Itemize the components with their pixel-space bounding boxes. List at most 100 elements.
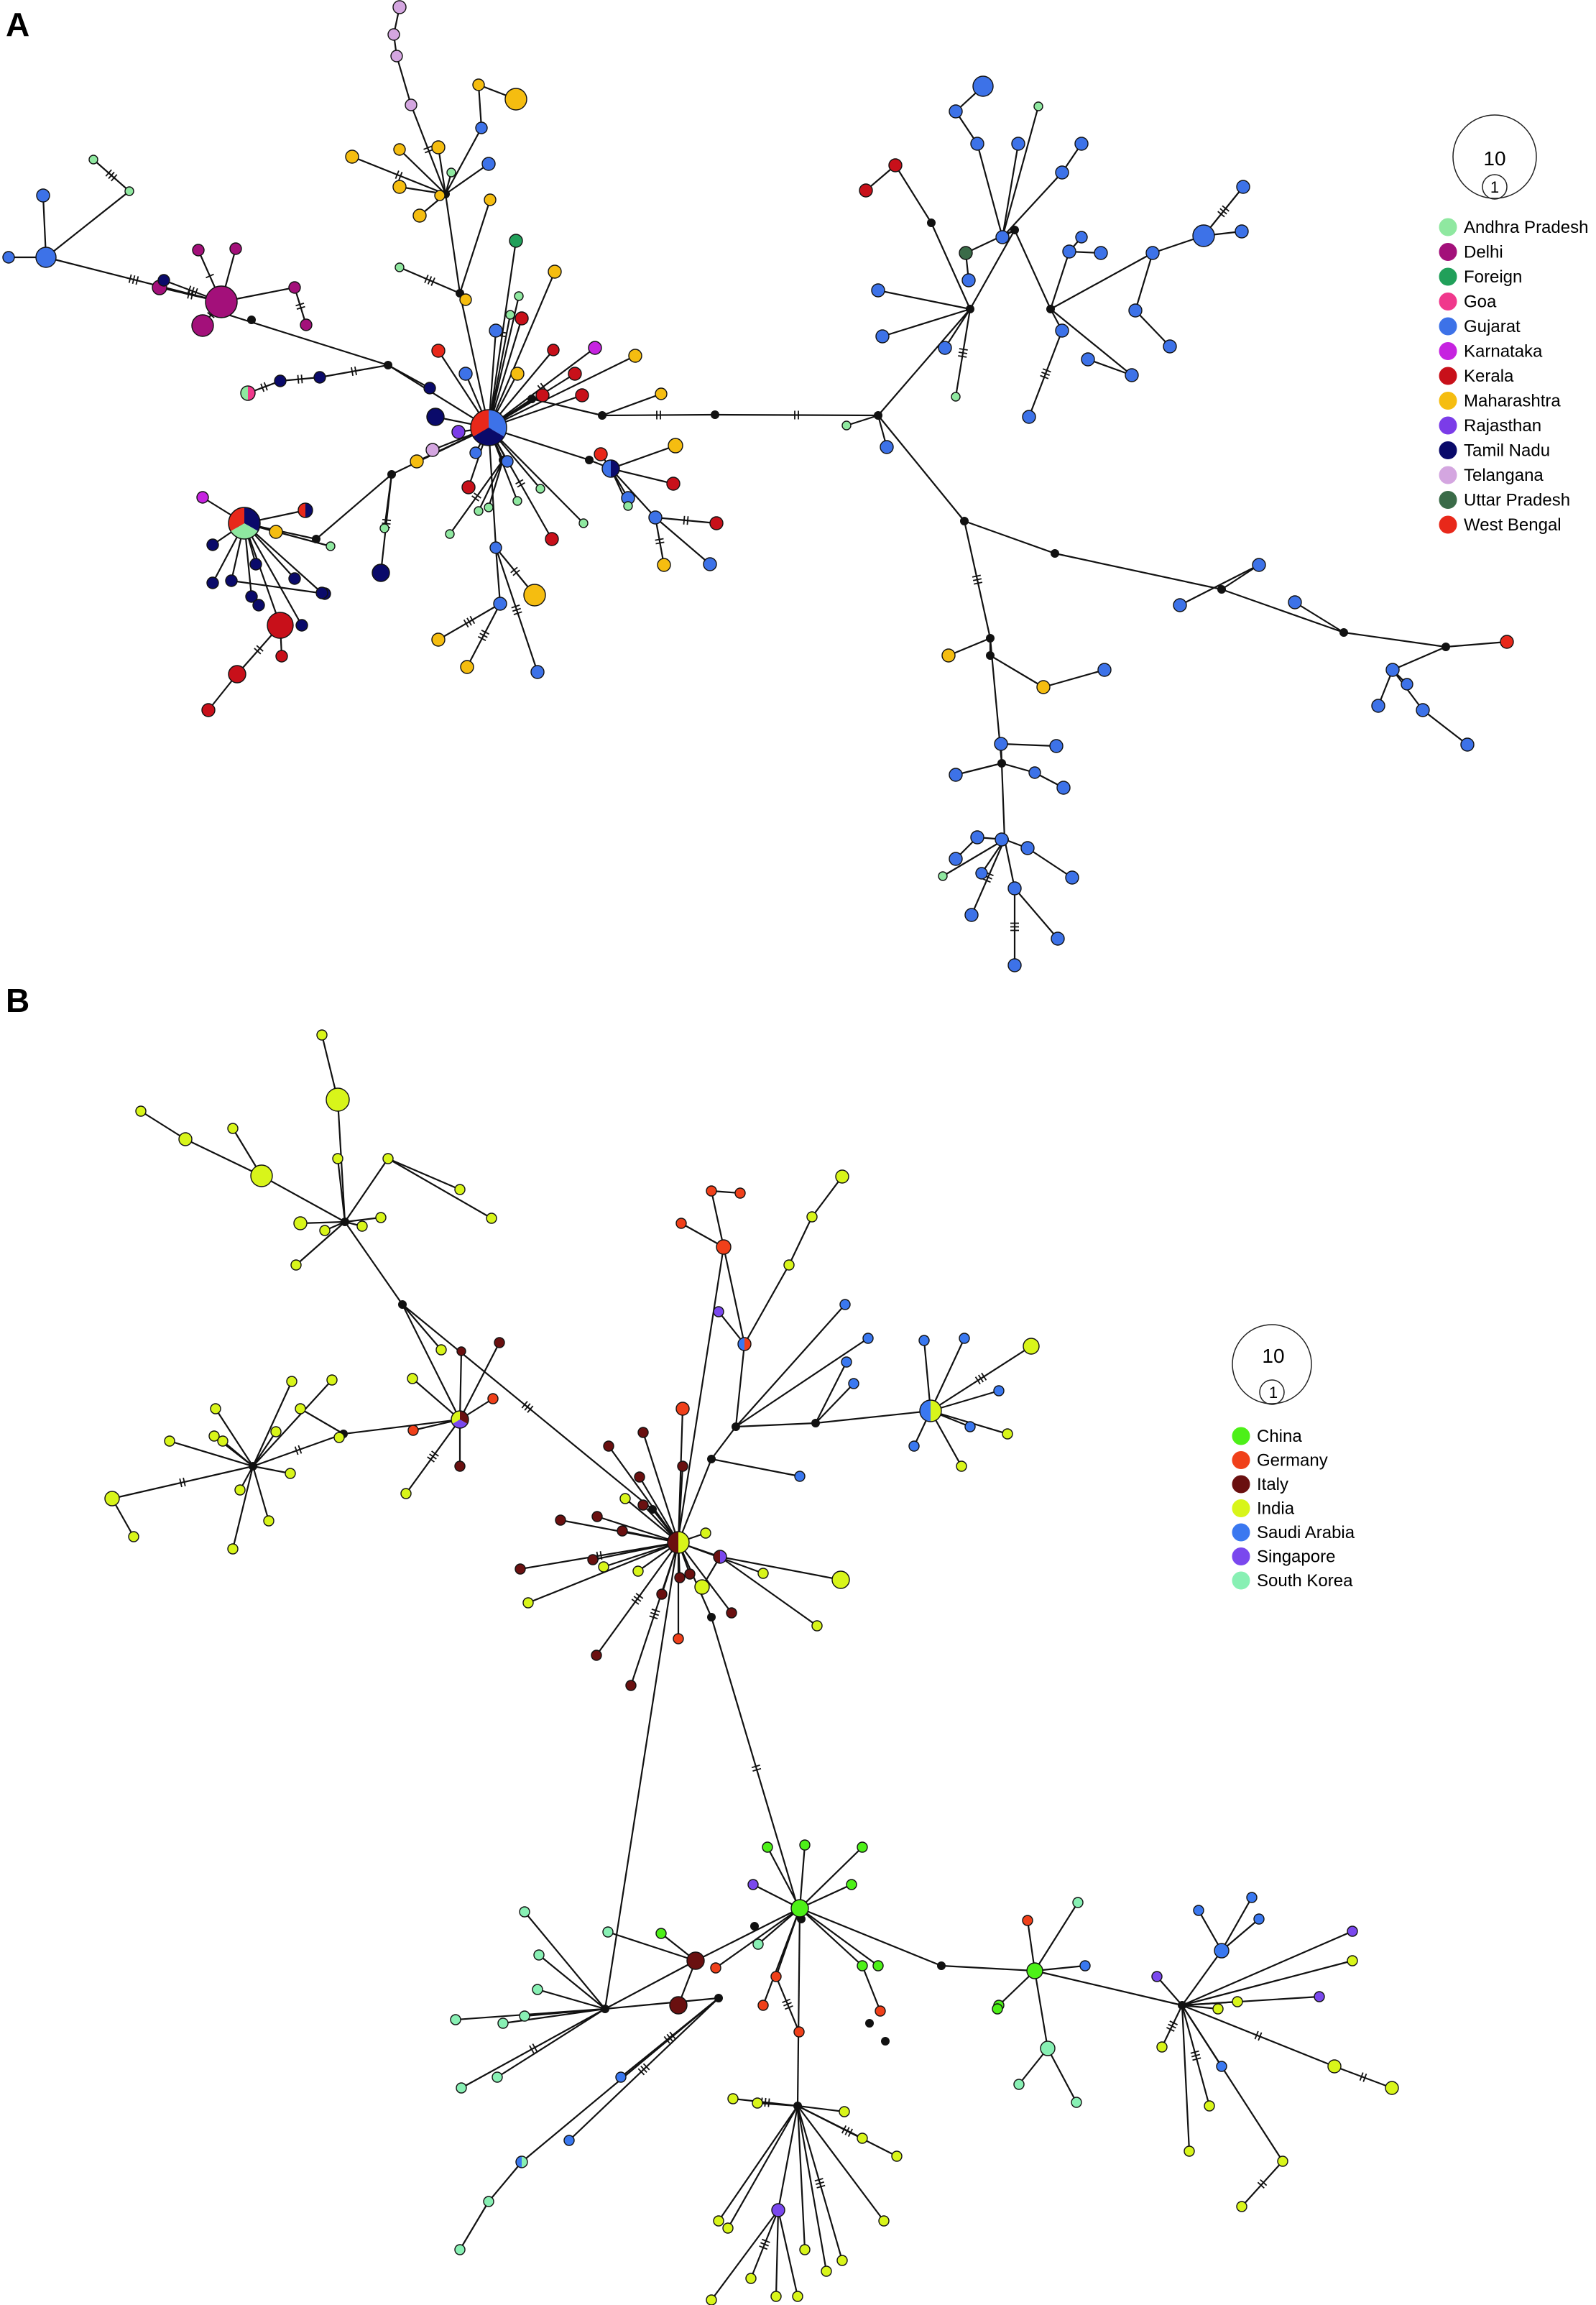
haplotype-node (192, 244, 205, 257)
legend-swatch (1438, 242, 1458, 262)
haplotype-node (522, 1597, 534, 1609)
legend-item: Germany (1231, 1450, 1328, 1471)
haplotype-node (425, 443, 440, 457)
network-edge (494, 547, 502, 604)
haplotype-node (656, 1588, 668, 1600)
legend-swatch (1231, 1474, 1251, 1494)
haplotype-node (747, 1879, 759, 1890)
mutation-tick (254, 648, 262, 655)
network-edge (412, 1378, 461, 1420)
network-edge (710, 1190, 725, 1248)
median-vector-node (997, 759, 1006, 768)
haplotype-node (757, 2000, 769, 2011)
haplotype-node (250, 1164, 273, 1187)
haplotype-node (1192, 224, 1215, 247)
network-edge (811, 1176, 843, 1218)
haplotype-node (706, 2294, 717, 2305)
mutation-tick (1217, 211, 1225, 218)
mutation-tick (642, 2063, 650, 2071)
haplotype-node (481, 157, 496, 171)
haplotype-node (535, 388, 550, 402)
haplotype-node (1040, 2041, 1056, 2056)
mutation-tick (1260, 2179, 1268, 2186)
haplotype-node (700, 1527, 711, 1539)
mutation-tick (527, 1405, 534, 1413)
legend-swatch (1438, 292, 1458, 311)
haplotype-node (1074, 137, 1089, 151)
median-vector-node (874, 411, 882, 420)
network-edge (930, 1338, 965, 1412)
network-edge (222, 1440, 254, 1467)
haplotype-node (628, 349, 642, 363)
mutation-tick (844, 2127, 850, 2135)
mutation-tick (474, 492, 481, 499)
haplotype-node (591, 1511, 603, 1522)
network-edge (1050, 308, 1133, 376)
network-edge (252, 1432, 344, 1468)
haplotype-node (684, 1568, 696, 1580)
network-edge (744, 1264, 790, 1345)
haplotype-node (201, 703, 216, 717)
network-edge (538, 1954, 606, 2010)
haplotype-node (484, 502, 494, 512)
haplotype-node (875, 329, 890, 344)
haplotype-node (545, 532, 559, 546)
haplotype-node-pie (919, 1399, 942, 1422)
haplotype-node (1026, 1962, 1043, 1979)
network-edge (861, 1965, 882, 2012)
median-vector-node (312, 535, 320, 543)
haplotype-node (135, 1105, 147, 1117)
haplotype-node (770, 2291, 782, 2302)
haplotype-node (326, 1374, 338, 1386)
mutation-tick (512, 569, 520, 576)
haplotype-node (1013, 2079, 1025, 2090)
median-vector-node (384, 361, 392, 369)
haplotype-node (269, 525, 283, 539)
haplotype-node (228, 665, 246, 684)
median-vector-node (398, 1300, 407, 1309)
haplotype-node (591, 1650, 602, 1661)
network-edge (799, 1884, 852, 1909)
pie-outline (667, 1531, 690, 1554)
haplotype-node (1002, 1428, 1013, 1440)
haplotype-node (315, 586, 328, 599)
haplotype-node (454, 2244, 466, 2255)
haplotype-node (469, 446, 482, 459)
haplotype-node (505, 310, 515, 320)
haplotype-node (722, 2222, 734, 2234)
haplotype-node (846, 1879, 857, 1890)
haplotype-node (1071, 2097, 1082, 2108)
haplotype-node-pie (297, 502, 313, 518)
haplotype-node (405, 98, 418, 111)
network-edge (261, 1175, 346, 1223)
haplotype-node (285, 1468, 296, 1479)
network-edge (1181, 1959, 1353, 2007)
network-edge (654, 517, 665, 566)
haplotype-node (412, 208, 427, 223)
legend-swatch (1438, 515, 1458, 535)
haplotype-node (2, 251, 15, 264)
pie-slice (744, 1338, 751, 1351)
median-vector-node (927, 218, 936, 227)
haplotype-node-pie (240, 385, 256, 401)
pie-outline (515, 2156, 528, 2168)
haplotype-node (451, 425, 466, 439)
haplotype-node (300, 318, 313, 331)
haplotype-node (563, 2135, 575, 2146)
mutation-tick (972, 578, 982, 581)
legend-label: Germany (1257, 1451, 1328, 1471)
network-edge (895, 165, 932, 224)
network-edge (1000, 763, 1006, 840)
network-edge (610, 468, 656, 518)
network-edge (882, 308, 971, 338)
haplotype-node (994, 737, 1008, 751)
network-edge (524, 2007, 606, 2018)
haplotype-node (431, 632, 446, 647)
haplotype-node (1385, 2081, 1399, 2095)
scale-circle-large (1232, 1324, 1312, 1404)
haplotype-node (400, 1488, 412, 1499)
haplotype-node (657, 558, 671, 572)
legend-item: Tamil Nadu (1438, 441, 1550, 461)
haplotype-node-pie (451, 1410, 469, 1429)
legend-swatch (1438, 316, 1458, 336)
